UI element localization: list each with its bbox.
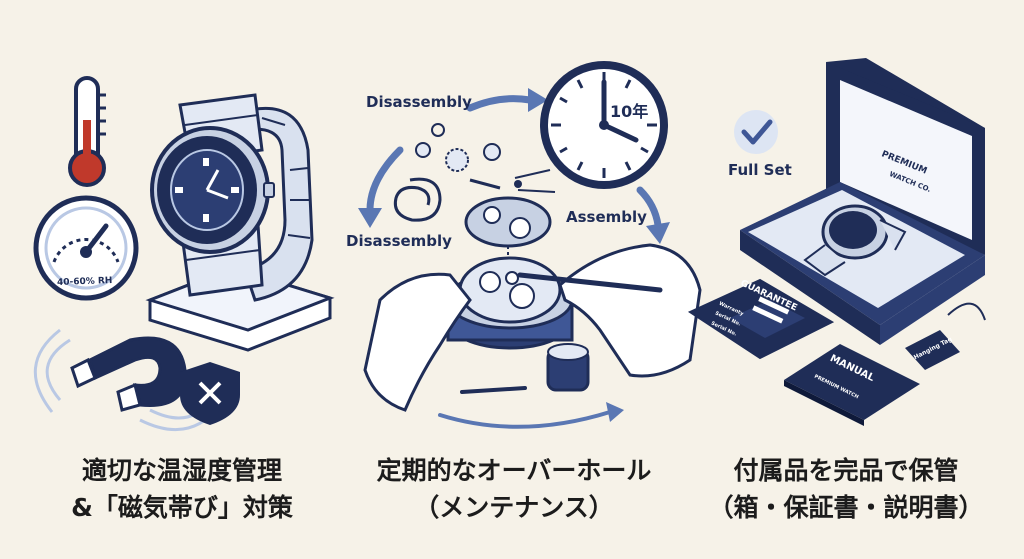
guarantee-card (687, 278, 835, 360)
disassembly-label-top: Disassembly (366, 93, 472, 111)
caption-accessories-line1: 付属品を完品で保管 (733, 456, 959, 485)
caption-overhaul-line1: 定期的なオーバーホール (376, 456, 652, 485)
caption-storage-line2: &「磁気帯び」対策 (71, 493, 293, 522)
watch-box (740, 58, 985, 345)
wall-clock-icon (540, 61, 668, 189)
disassembly-label-left: Disassembly (346, 232, 452, 250)
manual-booklet (784, 344, 920, 426)
magnet-icon (33, 328, 222, 432)
thermometer-icon (68, 76, 106, 187)
hygrometer-gauge-icon (33, 195, 139, 301)
watch-parts-exploded (393, 123, 556, 268)
caption-accessories: 付属品を完品で保管 （箱・保証書・説明書） (686, 452, 1006, 526)
caption-overhaul: 定期的なオーバーホール （メンテナンス） (354, 452, 674, 526)
caption-storage: 適切な温湿度管理 &「磁気帯び」対策 (22, 452, 342, 526)
check-circle-icon (734, 110, 778, 154)
full-set-label: Full Set (728, 161, 792, 179)
clock-badge-label: 10年 (610, 102, 649, 121)
hanging-tag (905, 302, 986, 370)
caption-overhaul-line2: （メンテナンス） (414, 493, 614, 522)
caption-accessories-line2: （箱・保証書・説明書） (708, 493, 984, 522)
assembly-label: Assembly (566, 208, 647, 226)
caption-storage-line1: 適切な温湿度管理 (81, 456, 282, 485)
shield-x-icon (180, 362, 240, 425)
cycle-arrows (358, 88, 670, 429)
dive-watch-on-stand (145, 93, 335, 352)
watchmaker-hands (363, 243, 702, 412)
humidity-range-label: 40-60% RH (56, 276, 113, 288)
